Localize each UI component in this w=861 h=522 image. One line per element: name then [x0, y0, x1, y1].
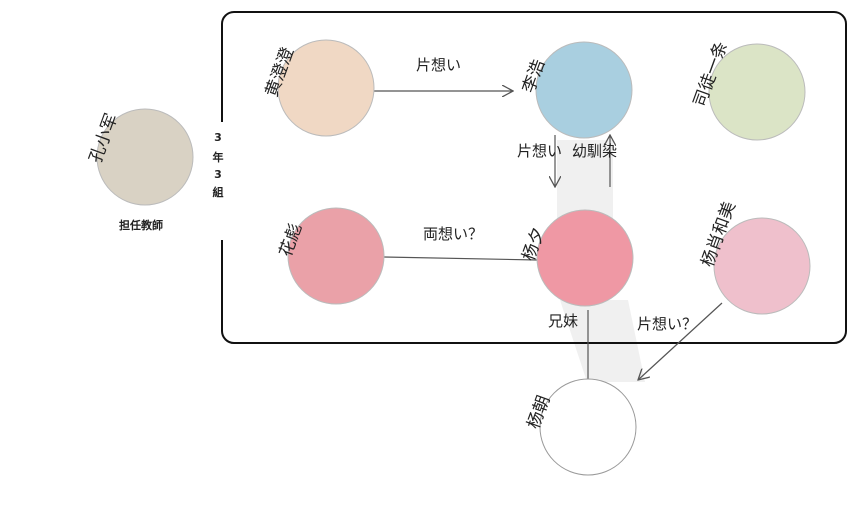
node-yang-xi: 杨夕	[519, 209, 634, 307]
rel-siblings-label: 兄妹	[548, 312, 578, 330]
node-huang: 黄澄澄	[262, 39, 375, 137]
yang-xiao-portrait	[713, 217, 811, 315]
node-li: 李浩	[519, 41, 633, 139]
siblings-band	[560, 300, 645, 382]
rel-huang-to-li-label: 片想い	[416, 56, 461, 74]
rel-yang-xiao-to-chao-label: 片想い？	[637, 315, 697, 333]
class-label-3: 組	[213, 185, 224, 199]
rel-yang-to-li-label: 片想い	[517, 142, 562, 160]
rel-li-to-yang-label: 幼馴染	[572, 142, 617, 160]
class-label-0: 3	[214, 131, 222, 144]
class-label-gap	[214, 122, 232, 240]
class-label-1: 年	[213, 150, 224, 164]
yang-chao-portrait	[539, 378, 637, 476]
rel-hua-yang-label: 両想い？	[423, 225, 483, 243]
node-hua: 花彪	[276, 207, 385, 305]
li-portrait	[535, 41, 633, 139]
hua-portrait	[287, 207, 385, 305]
edge-yang-xiao-to-chao	[638, 302, 723, 380]
kong-portrait	[96, 108, 194, 206]
node-kong: 孔小军	[86, 108, 194, 206]
teacher-role-label: 担任教師	[119, 218, 163, 232]
situ-portrait	[708, 43, 806, 141]
edge-hua-yang	[383, 256, 539, 261]
huang-portrait	[277, 39, 375, 137]
node-situ: 司徒一条	[690, 39, 806, 141]
yang-xi-portrait	[536, 209, 634, 307]
node-yang-xiao: 杨肖和美	[698, 199, 811, 315]
class-label-2: 3	[214, 168, 222, 181]
node-yang-chao: 杨朝	[524, 378, 637, 476]
